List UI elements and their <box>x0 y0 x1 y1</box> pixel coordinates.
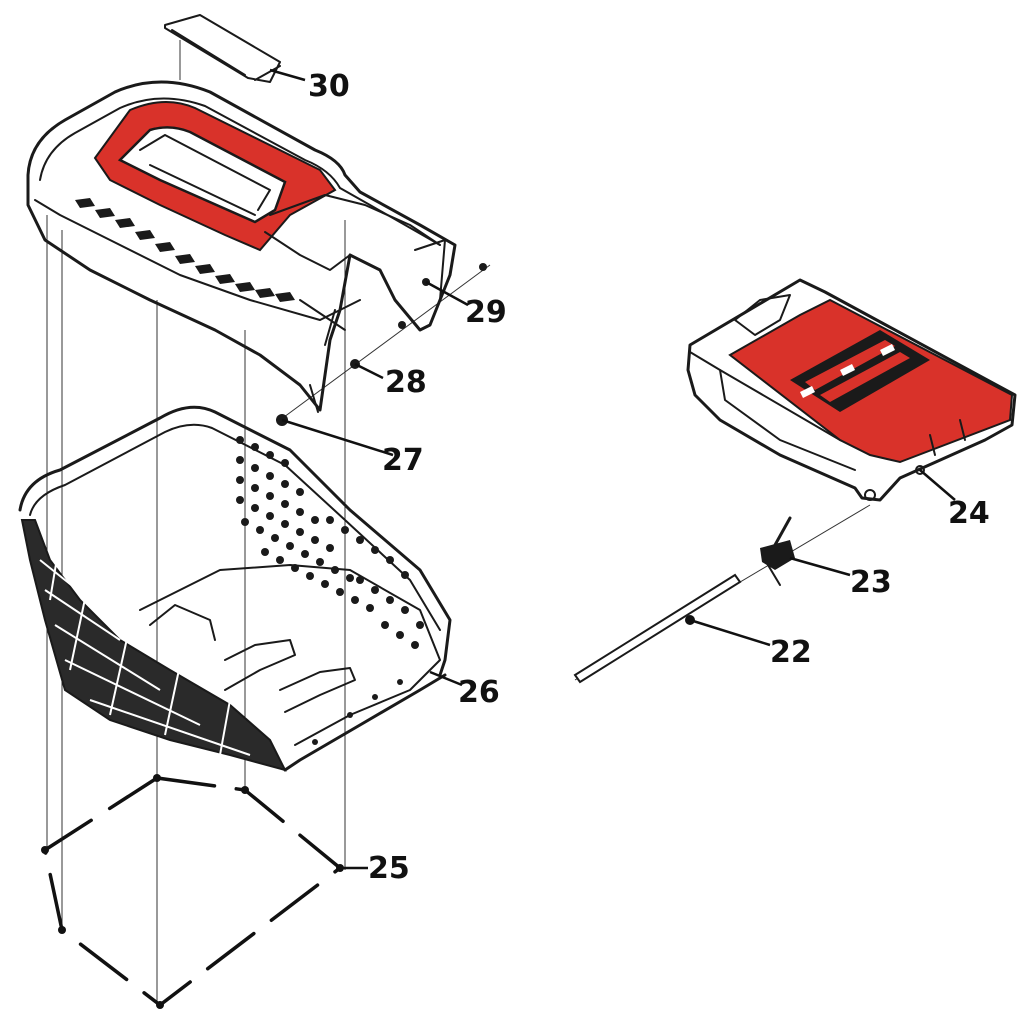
cover-vent-slots <box>75 198 295 302</box>
part-24-rear-flap <box>686 278 1017 502</box>
callout-22: 22 <box>770 635 812 670</box>
bag-top-cover <box>26 80 457 413</box>
part-26-grass-bag <box>18 405 452 772</box>
callout-27: 27 <box>382 443 424 478</box>
flap-grille <box>790 330 930 412</box>
part-30-flap <box>164 14 281 83</box>
callout-25: 25 <box>368 851 410 886</box>
leader-lines <box>269 68 956 870</box>
callout-23: 23 <box>850 565 892 600</box>
part-22-rod <box>573 573 742 684</box>
mesh-pattern <box>39 539 251 756</box>
callout-30: 30 <box>308 69 350 104</box>
part-25-frame <box>41 774 344 1009</box>
bag-vent-dots <box>236 436 424 649</box>
callout-28: 28 <box>385 365 427 400</box>
callout-26: 26 <box>458 675 500 710</box>
callout-24: 24 <box>948 496 990 531</box>
callout-labels: 30 29 28 27 26 25 24 23 22 <box>308 69 990 886</box>
part-23-spring <box>760 516 795 586</box>
callout-29: 29 <box>465 295 507 330</box>
